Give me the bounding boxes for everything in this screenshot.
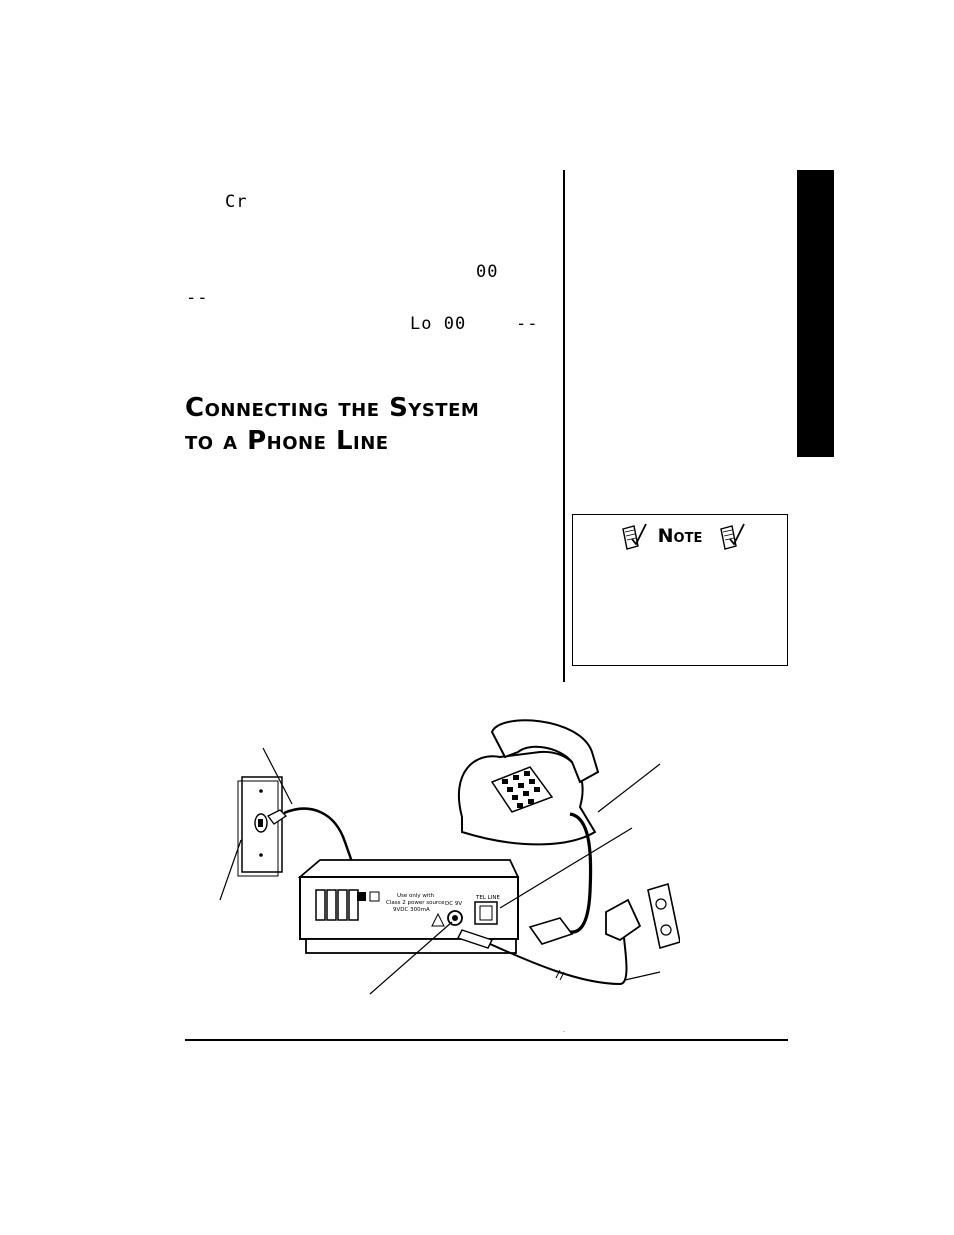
- leader-line: [219, 839, 242, 901]
- dc-jack-label: DC 9V: [445, 901, 462, 907]
- rear-panel-text: 9VDC 300mA: [393, 907, 430, 913]
- dc-plug: [457, 929, 493, 949]
- leader-line: [262, 747, 293, 805]
- footer-rule: [185, 1039, 788, 1041]
- leader-line: [624, 971, 661, 981]
- leader-line: [369, 921, 453, 995]
- display-code-00: 00: [476, 262, 499, 282]
- wall-jack: [237, 776, 283, 877]
- modular-plug: [528, 917, 574, 945]
- cord-break-mark: [555, 969, 561, 979]
- section-tab: [797, 170, 834, 457]
- telephone: [457, 719, 600, 846]
- note-pad-icon: [622, 523, 647, 550]
- wall-plug: [267, 809, 288, 825]
- base-unit: Use only with Class 2 power source 9VDC …: [297, 859, 520, 954]
- ac-adapter: [605, 898, 642, 942]
- connection-diagram: Use only with Class 2 power source 9VDC …: [219, 719, 680, 995]
- display-code-cr: Cr: [225, 192, 248, 212]
- note-pad-icon: [720, 523, 745, 550]
- wall-outlet: [647, 882, 680, 950]
- display-code-lo-00: Lo 00: [410, 314, 467, 334]
- column-divider: [563, 170, 565, 682]
- note-box: Note: [572, 514, 788, 666]
- leader-line: [597, 763, 661, 813]
- rear-panel-text: Use only with: [397, 893, 435, 899]
- section-heading-line-1: Connecting the System: [185, 393, 480, 423]
- footer-dot: .: [563, 1027, 565, 1034]
- phone-cord: [569, 812, 593, 934]
- cord-break-mark: [559, 971, 565, 981]
- leader-line: [499, 827, 633, 909]
- note-title: Note: [657, 525, 703, 547]
- display-code-dashes: --: [186, 288, 209, 308]
- display-code-dashes-2: --: [516, 314, 539, 334]
- section-heading-line-2: to a Phone Line: [185, 426, 389, 456]
- rear-panel-text: Class 2 power source: [386, 900, 445, 906]
- tel-line-label: TEL LINE: [475, 895, 500, 901]
- adapter-cord: [489, 937, 628, 986]
- section-heading: Connecting the System to a Phone Line: [185, 392, 479, 458]
